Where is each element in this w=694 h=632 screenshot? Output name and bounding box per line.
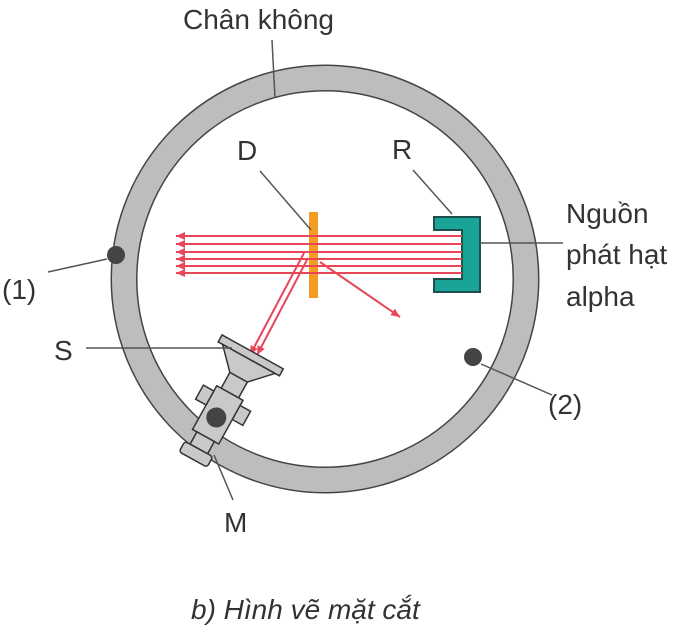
vacuum-chamber-ring xyxy=(110,64,540,494)
vacuum-label: Chân không xyxy=(183,4,334,35)
point-2-leader-line xyxy=(480,363,553,396)
microscope-m-label: M xyxy=(224,507,247,538)
point-1-label: (1) xyxy=(2,274,36,305)
deflected-ray-2 xyxy=(256,257,309,356)
vacuum-leader-line xyxy=(271,39,276,99)
point-2-label: (2) xyxy=(548,389,582,420)
point-1-leader-line xyxy=(47,258,108,273)
source-r-leader-line xyxy=(412,169,453,215)
alpha-rays xyxy=(176,232,462,356)
microscope-m-leader-line xyxy=(213,454,234,501)
figure-caption: b) Hình vẽ mặt cắt xyxy=(191,594,421,625)
deflected-ray-3 xyxy=(319,261,401,318)
detector-d-label: D xyxy=(237,135,257,166)
deflected-ray-1 xyxy=(249,252,305,356)
gold-foil-d xyxy=(309,212,318,298)
foil-leader-line xyxy=(259,170,312,231)
screen-s-label: S xyxy=(54,335,73,366)
source-r-label: R xyxy=(392,134,412,165)
source-desc-line-2: phát hạt xyxy=(566,239,667,270)
source-desc-line-3: alpha xyxy=(566,281,635,312)
joint-point-1 xyxy=(107,246,125,264)
alpha-source-r xyxy=(433,216,481,293)
source-desc-line-1: Nguồn xyxy=(566,198,649,229)
joint-point-2 xyxy=(464,348,482,366)
microscope-m xyxy=(179,333,285,467)
